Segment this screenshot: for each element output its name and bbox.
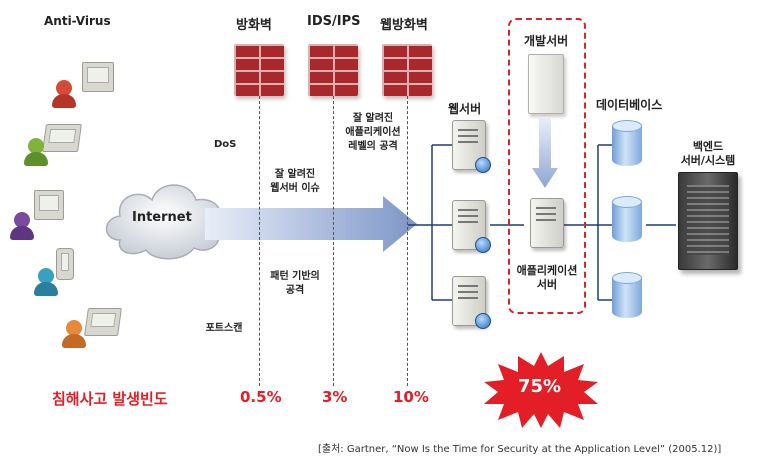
firewall-label: 방화벽 — [236, 18, 272, 33]
ids-ips-label: IDS/IPS — [307, 14, 361, 29]
traffic-arrow — [205, 196, 417, 252]
internet-label: Internet — [132, 210, 192, 225]
web-server-label: 웹서버 — [448, 102, 482, 116]
pattern-attack-label: 패턴 기반의 공격 — [270, 271, 320, 296]
app-frequency-value: 75% — [518, 376, 562, 397]
database-label: 데이터베이스 — [596, 98, 663, 112]
user-body — [10, 226, 34, 240]
source-citation: [출처: Gartner, “Now Is the Time for Secur… — [318, 444, 722, 455]
database-cylinder-icon — [612, 120, 642, 166]
user-body — [24, 152, 48, 166]
mobile-phone-icon — [56, 248, 74, 280]
firewall-frequency-value: 0.5% — [240, 388, 282, 406]
portscan-label: 포트스캔 — [205, 323, 243, 334]
backend-label: 백엔드 서버/시스템 — [680, 140, 736, 167]
user-body — [62, 334, 86, 348]
deploy-arrow — [532, 118, 558, 188]
web-firewall-brick-icon — [382, 44, 432, 96]
known-web-issue-label: 잘 알려진 웹서버 이슈 — [270, 169, 320, 194]
ids-frequency-value: 3% — [322, 388, 348, 406]
ids-dashed-line — [333, 96, 334, 386]
web-firewall-frequency-value: 10% — [393, 388, 429, 406]
desktop-computer-icon — [82, 62, 114, 92]
database-cylinder-icon — [612, 196, 642, 242]
app-frequency-starburst-icon — [484, 352, 598, 428]
app-tier-dashed-box — [508, 18, 586, 314]
desktop-computer-icon — [34, 190, 64, 220]
incident-frequency-label: 침해사고 발생빈도 — [52, 390, 168, 408]
web-server-icon — [452, 276, 491, 329]
user-icon — [56, 80, 72, 96]
firewall-dashed-line — [259, 96, 260, 386]
internet-cloud-icon — [105, 184, 222, 260]
user-icon — [38, 268, 54, 284]
known-app-attack-label: 잘 알려진 애플리케이션 레벨의 공격 — [345, 113, 401, 152]
ids-ips-brick-icon — [308, 44, 358, 96]
web-firewall-label: 웹방화벽 — [380, 18, 428, 33]
web-firewall-dashed-line — [407, 96, 408, 386]
dev-server-label: 개발서버 — [524, 34, 569, 48]
backend-rack-server-icon — [678, 172, 738, 270]
dev-server-icon — [528, 54, 564, 114]
app-server-icon — [530, 198, 564, 248]
database-cylinder-icon — [612, 272, 642, 318]
user-icon — [28, 138, 44, 154]
web-server-icon — [452, 120, 491, 173]
app-server-label: 애플리케이션 서버 — [516, 264, 578, 291]
antivirus-label: Anti-Virus — [44, 14, 111, 28]
user-icon — [66, 320, 82, 336]
user-body — [34, 282, 58, 296]
user-icon — [14, 212, 30, 228]
web-server-icon — [452, 200, 491, 253]
dos-attack-label: DoS — [214, 139, 237, 150]
user-body — [52, 94, 76, 108]
firewall-brick-icon — [234, 44, 284, 96]
